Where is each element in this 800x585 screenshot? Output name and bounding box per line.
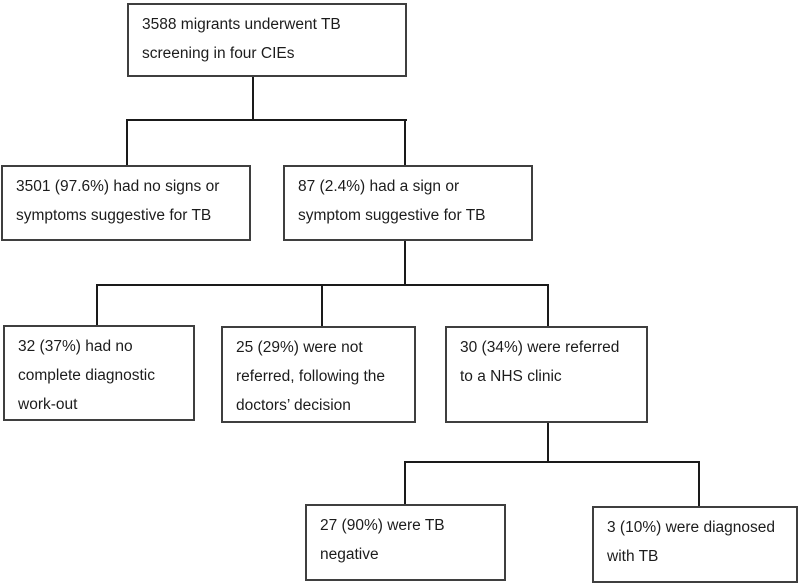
connector-referred-down — [547, 423, 549, 463]
node-no-workout: 32 (37%) had no complete diagnostic work… — [3, 325, 195, 421]
connector-split-row4 — [404, 461, 700, 463]
node-referred: 30 (34%) were referred to a NHS clinic — [445, 326, 648, 423]
connector-to-no-workout — [96, 286, 98, 325]
connector-to-referred — [547, 286, 549, 326]
node-tb-diagnosed: 3 (10%) were diagnosed with TB — [592, 506, 798, 583]
connector-screened-down — [252, 77, 254, 121]
node-total-screened: 3588 migrants underwent TB screening in … — [127, 3, 407, 77]
node-not-referred: 25 (29%) were not referred, following th… — [221, 326, 416, 423]
node-tb-negative: 27 (90%) were TB negative — [305, 504, 506, 581]
connector-to-tb-negative — [404, 463, 406, 504]
connector-to-signs — [404, 121, 406, 165]
connector-to-no-signs — [126, 121, 128, 165]
node-no-signs: 3501 (97.6%) had no signs or symptoms su… — [1, 165, 251, 241]
connector-signs-down — [404, 241, 406, 286]
connector-split-row2 — [126, 119, 407, 121]
connector-to-not-referred — [321, 286, 323, 326]
node-signs: 87 (2.4%) had a sign or symptom suggesti… — [283, 165, 533, 241]
connector-split-row3 — [96, 284, 549, 286]
connector-to-tb-diagnosed — [698, 463, 700, 506]
